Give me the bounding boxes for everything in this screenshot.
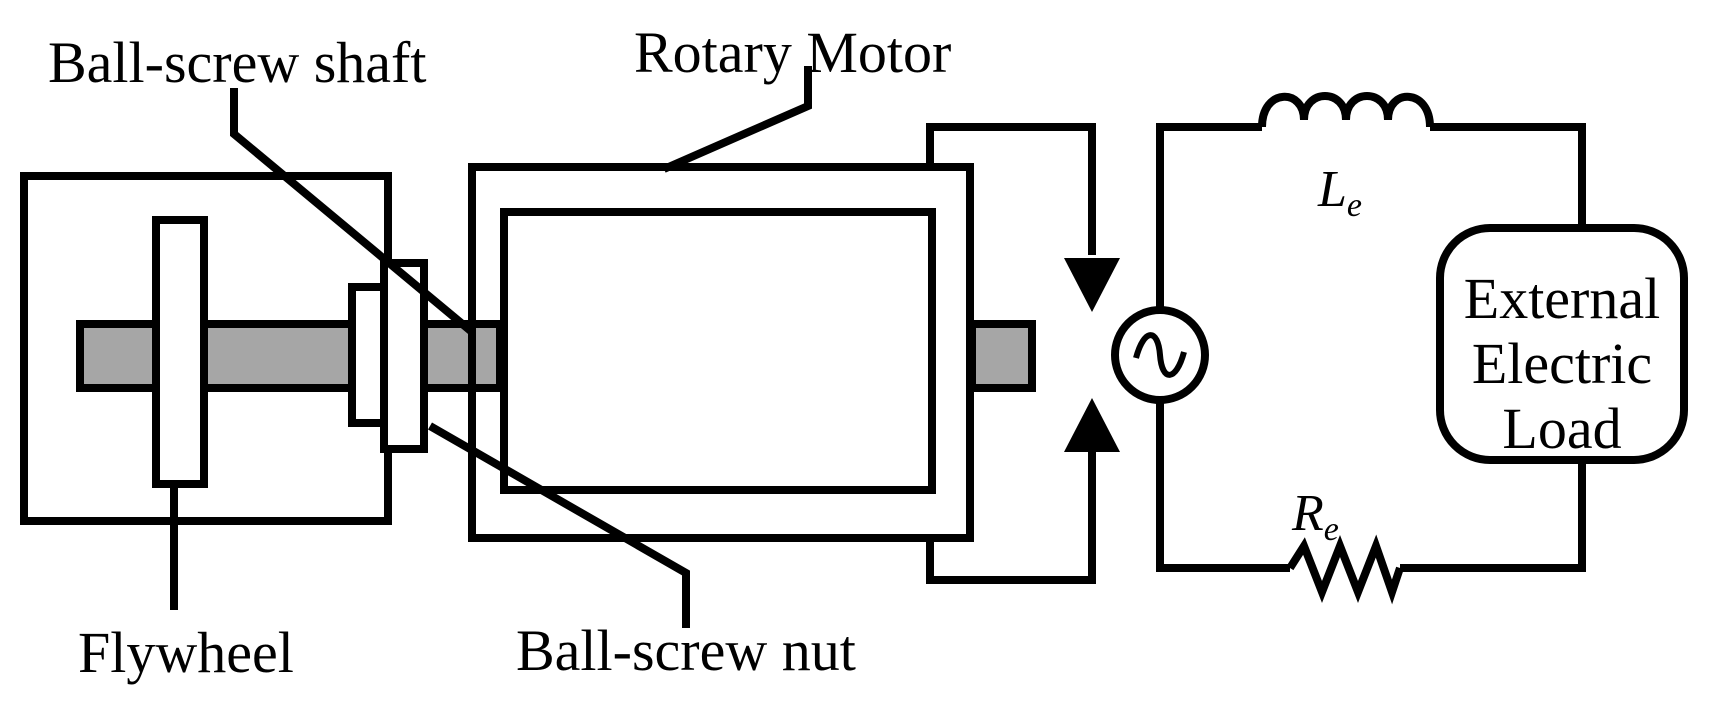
wire-circuit-top-right [1430, 123, 1586, 228]
wire-motor-top [926, 123, 1096, 255]
label-rotary-motor: Rotary Motor [634, 20, 951, 85]
arrow-down [1064, 258, 1120, 312]
rotary-motor-outer [468, 163, 974, 542]
label-load-line2: Electric [1472, 331, 1652, 396]
ac-sine-icon [1133, 332, 1187, 378]
resistance-symbol: R [1291, 485, 1324, 542]
shaft-left [76, 320, 504, 392]
inductance-symbol: L [1317, 161, 1347, 218]
leader-ball-screw-nut [428, 422, 690, 628]
label-flywheel: Flywheel [78, 620, 294, 685]
resistance-subscript: e [1324, 511, 1339, 548]
ball-screw-nut-inner [348, 283, 388, 427]
label-ball-screw-shaft: Ball-screw shaft [48, 30, 426, 95]
wire-circuit-left-bottom [1156, 400, 1290, 572]
label-ball-screw-nut: Ball-screw nut [516, 618, 856, 683]
leader-ball-screw-shaft [230, 88, 475, 336]
inductance-subscript: e [1347, 187, 1362, 224]
arrow-up [1064, 398, 1120, 452]
label-inductance: Le [1317, 161, 1362, 224]
ball-screw-nut-outer [380, 259, 428, 453]
inductor-icon [1258, 92, 1434, 128]
shaft-right [968, 320, 1036, 392]
wire-circuit-bottom-right [1400, 460, 1586, 572]
wire-motor-bottom [926, 452, 1096, 584]
label-load-line1: External [1464, 266, 1660, 331]
resistor-icon [1286, 534, 1404, 605]
label-resistance: Re [1291, 485, 1339, 548]
wire-circuit-left-top [1156, 123, 1262, 310]
leader-rotary-motor [662, 66, 812, 173]
flywheel-disk [152, 216, 208, 488]
external-load-box [1436, 224, 1688, 464]
rotary-motor-inner [500, 208, 936, 494]
label-load-line3: Load [1502, 396, 1621, 461]
